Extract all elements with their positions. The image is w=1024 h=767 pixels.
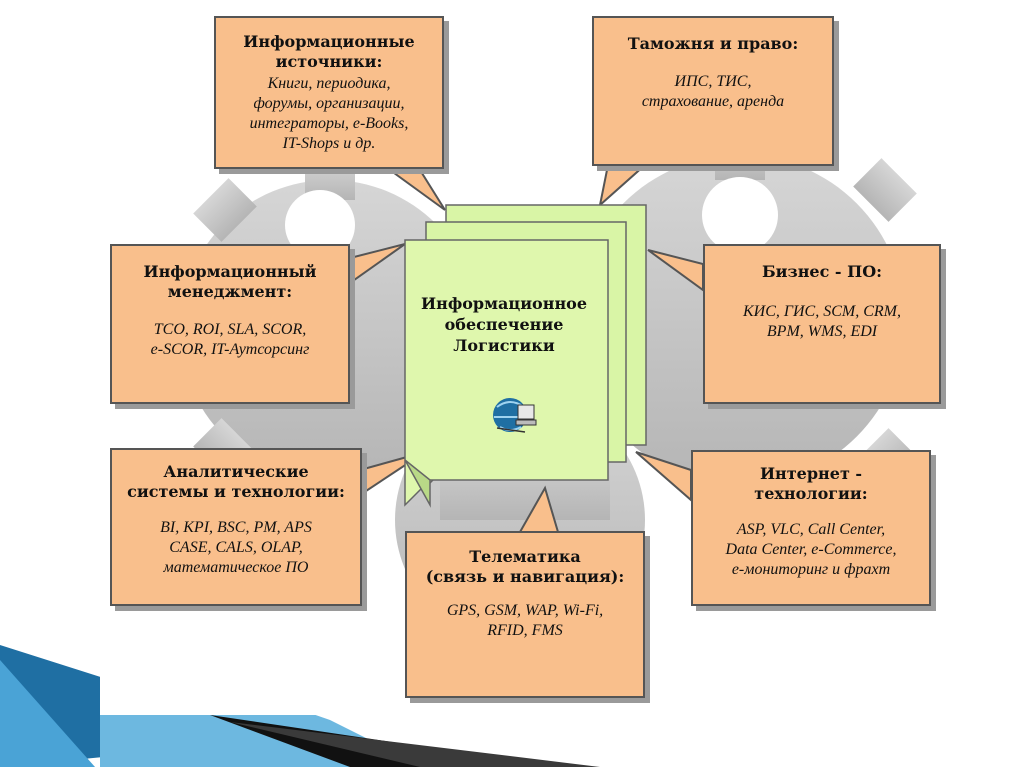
info-mgmt-items: TCO, ROI, SLA, SCOR, e-SCOR, IT-Аутсорси… (150, 321, 310, 358)
box-info-mgmt: Информационный менеджмент: TCO, ROI, SLA… (110, 244, 350, 404)
box-customs: Таможня и право: ИПС, ТИС, страхование, … (592, 16, 834, 166)
telematics-items: GPS, GSM, WAP, Wi-Fi, RFID, FMS (446, 602, 604, 639)
customs-title: Таможня и право: (627, 34, 799, 53)
info-sources-items: Книги, периодика, форумы, организации, и… (249, 75, 409, 152)
internet-items: ASP, VLC, Call Center, Data Center, e-Co… (725, 521, 897, 578)
center-document-title: Информационное обеспечение Логистики (420, 294, 587, 355)
box-business: Бизнес - ПО: КИС, ГИС, SCM, CRM, BPM, WM… (703, 244, 941, 404)
box-info-sources: Информационные источники: Книги, периоди… (214, 16, 444, 169)
internet-title: Интернет - технологии: (754, 464, 868, 503)
business-title: Бизнес - ПО: (761, 262, 883, 281)
analytics-title: Аналитические системы и технологии: (127, 462, 345, 501)
customs-items: ИПС, ТИС, страхование, аренда (641, 73, 785, 110)
box-analytics: Аналитические системы и технологии: BI, … (110, 448, 362, 606)
telematics-title: Телематика (связь и навигация): (425, 547, 625, 586)
business-items: КИС, ГИС, SCM, CRM, BPM, WMS, EDI (743, 303, 901, 340)
info-sources-title: Информационные источники: (243, 32, 415, 71)
globe-computer-icon (493, 398, 537, 433)
document-stack (404, 204, 647, 508)
corner-decoration (0, 640, 600, 767)
analytics-items: BI, KPI, BSC, PM, APS CASE, CALS, OLAP, … (160, 519, 312, 576)
gear-hole (285, 190, 355, 260)
info-mgmt-title: Информационный менеджмент: (143, 262, 317, 301)
box-telematics: Телематика (связь и навигация): GPS, GSM… (405, 531, 645, 698)
box-internet: Интернет - технологии: ASP, VLC, Call Ce… (691, 450, 931, 606)
